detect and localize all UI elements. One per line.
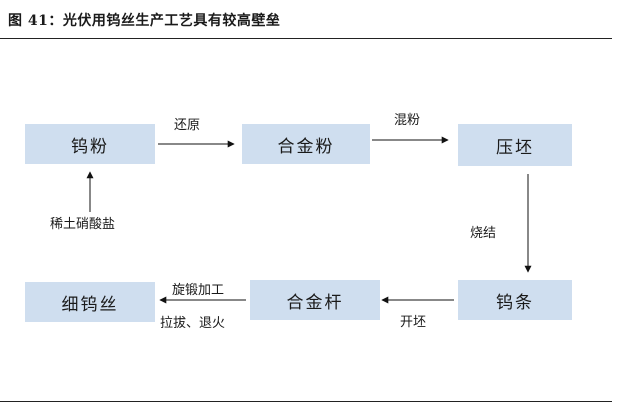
label-billeting: 开坯 [400, 315, 427, 330]
node-tungsten-bar: 钨条 [458, 280, 572, 320]
node-tungsten-powder: 钨粉 [25, 124, 155, 164]
top-rule [0, 38, 612, 39]
label-sintering: 烧结 [470, 226, 497, 241]
node-alloy-powder: 合金粉 [242, 124, 370, 164]
label-mixing: 混粉 [394, 113, 421, 128]
label-source: 稀土硝酸盐 [50, 217, 116, 232]
node-green-compact: 压坯 [458, 124, 572, 166]
label-swaging: 旋锻加工 [172, 283, 225, 298]
label-drawing: 拉拔、退火 [160, 316, 226, 331]
node-alloy-rod: 合金杆 [250, 280, 380, 320]
label-reduction: 还原 [174, 118, 201, 133]
node-fine-tungsten-wire: 细钨丝 [25, 282, 155, 322]
bottom-rule [0, 401, 612, 402]
figure-title: 图 41：光伏用钨丝生产工艺具有较高壁垒 [8, 13, 281, 29]
